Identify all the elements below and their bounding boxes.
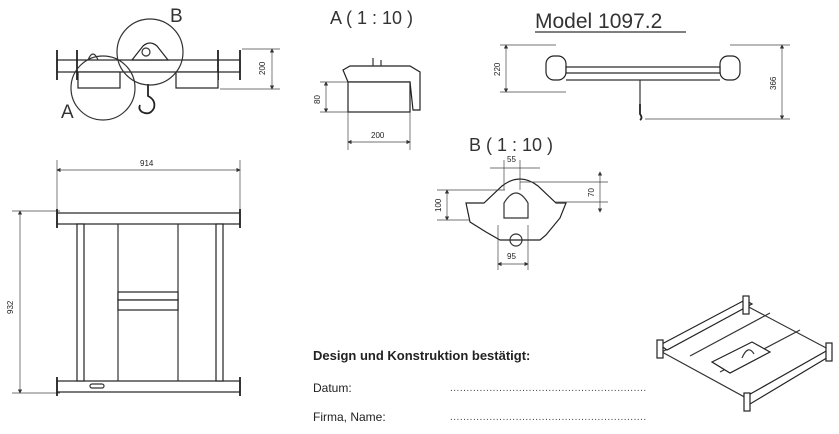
dim-plan-height: 932 bbox=[6, 300, 15, 314]
detail-a-circle bbox=[70, 55, 136, 121]
dim-a-height: 80 bbox=[313, 95, 322, 104]
detail-b-view: B ( 1 : 10 ) 55 100 70 95 bbox=[434, 135, 608, 270]
date-label: Datum: bbox=[313, 381, 352, 395]
detail-a-marker: A bbox=[61, 102, 74, 123]
detail-a-view: A ( 1 : 10 ) 80 200 bbox=[313, 8, 421, 150]
confirmation-heading: Design und Konstruktion bestätigt: bbox=[313, 348, 531, 363]
isometric-view bbox=[656, 295, 833, 412]
detail-b-circle bbox=[116, 18, 184, 86]
name-label: Firma, Name: bbox=[313, 410, 386, 424]
front-view: 220 366 bbox=[493, 44, 790, 121]
dim-side-height: 200 bbox=[258, 61, 267, 75]
detail-b-title: B ( 1 : 10 ) bbox=[469, 135, 553, 155]
date-field[interactable]: ........................................… bbox=[450, 383, 647, 394]
name-field[interactable]: ........................................… bbox=[450, 412, 647, 423]
model-title: Model 1097.2 bbox=[535, 10, 662, 33]
dim-front-left: 220 bbox=[493, 62, 502, 76]
dim-b-right: 70 bbox=[587, 188, 596, 197]
detail-b-marker: B bbox=[170, 6, 183, 27]
dim-b-top: 55 bbox=[507, 155, 516, 164]
plan-view: 914 932 bbox=[6, 159, 241, 396]
side-view: B A 200 bbox=[56, 6, 280, 123]
detail-a-title: A ( 1 : 10 ) bbox=[330, 8, 413, 28]
dim-front-right: 366 bbox=[769, 76, 778, 90]
dim-a-width: 200 bbox=[371, 131, 385, 140]
dim-b-left: 100 bbox=[434, 198, 443, 212]
dim-plan-width: 914 bbox=[140, 159, 154, 168]
dim-b-bottom: 95 bbox=[507, 252, 516, 261]
